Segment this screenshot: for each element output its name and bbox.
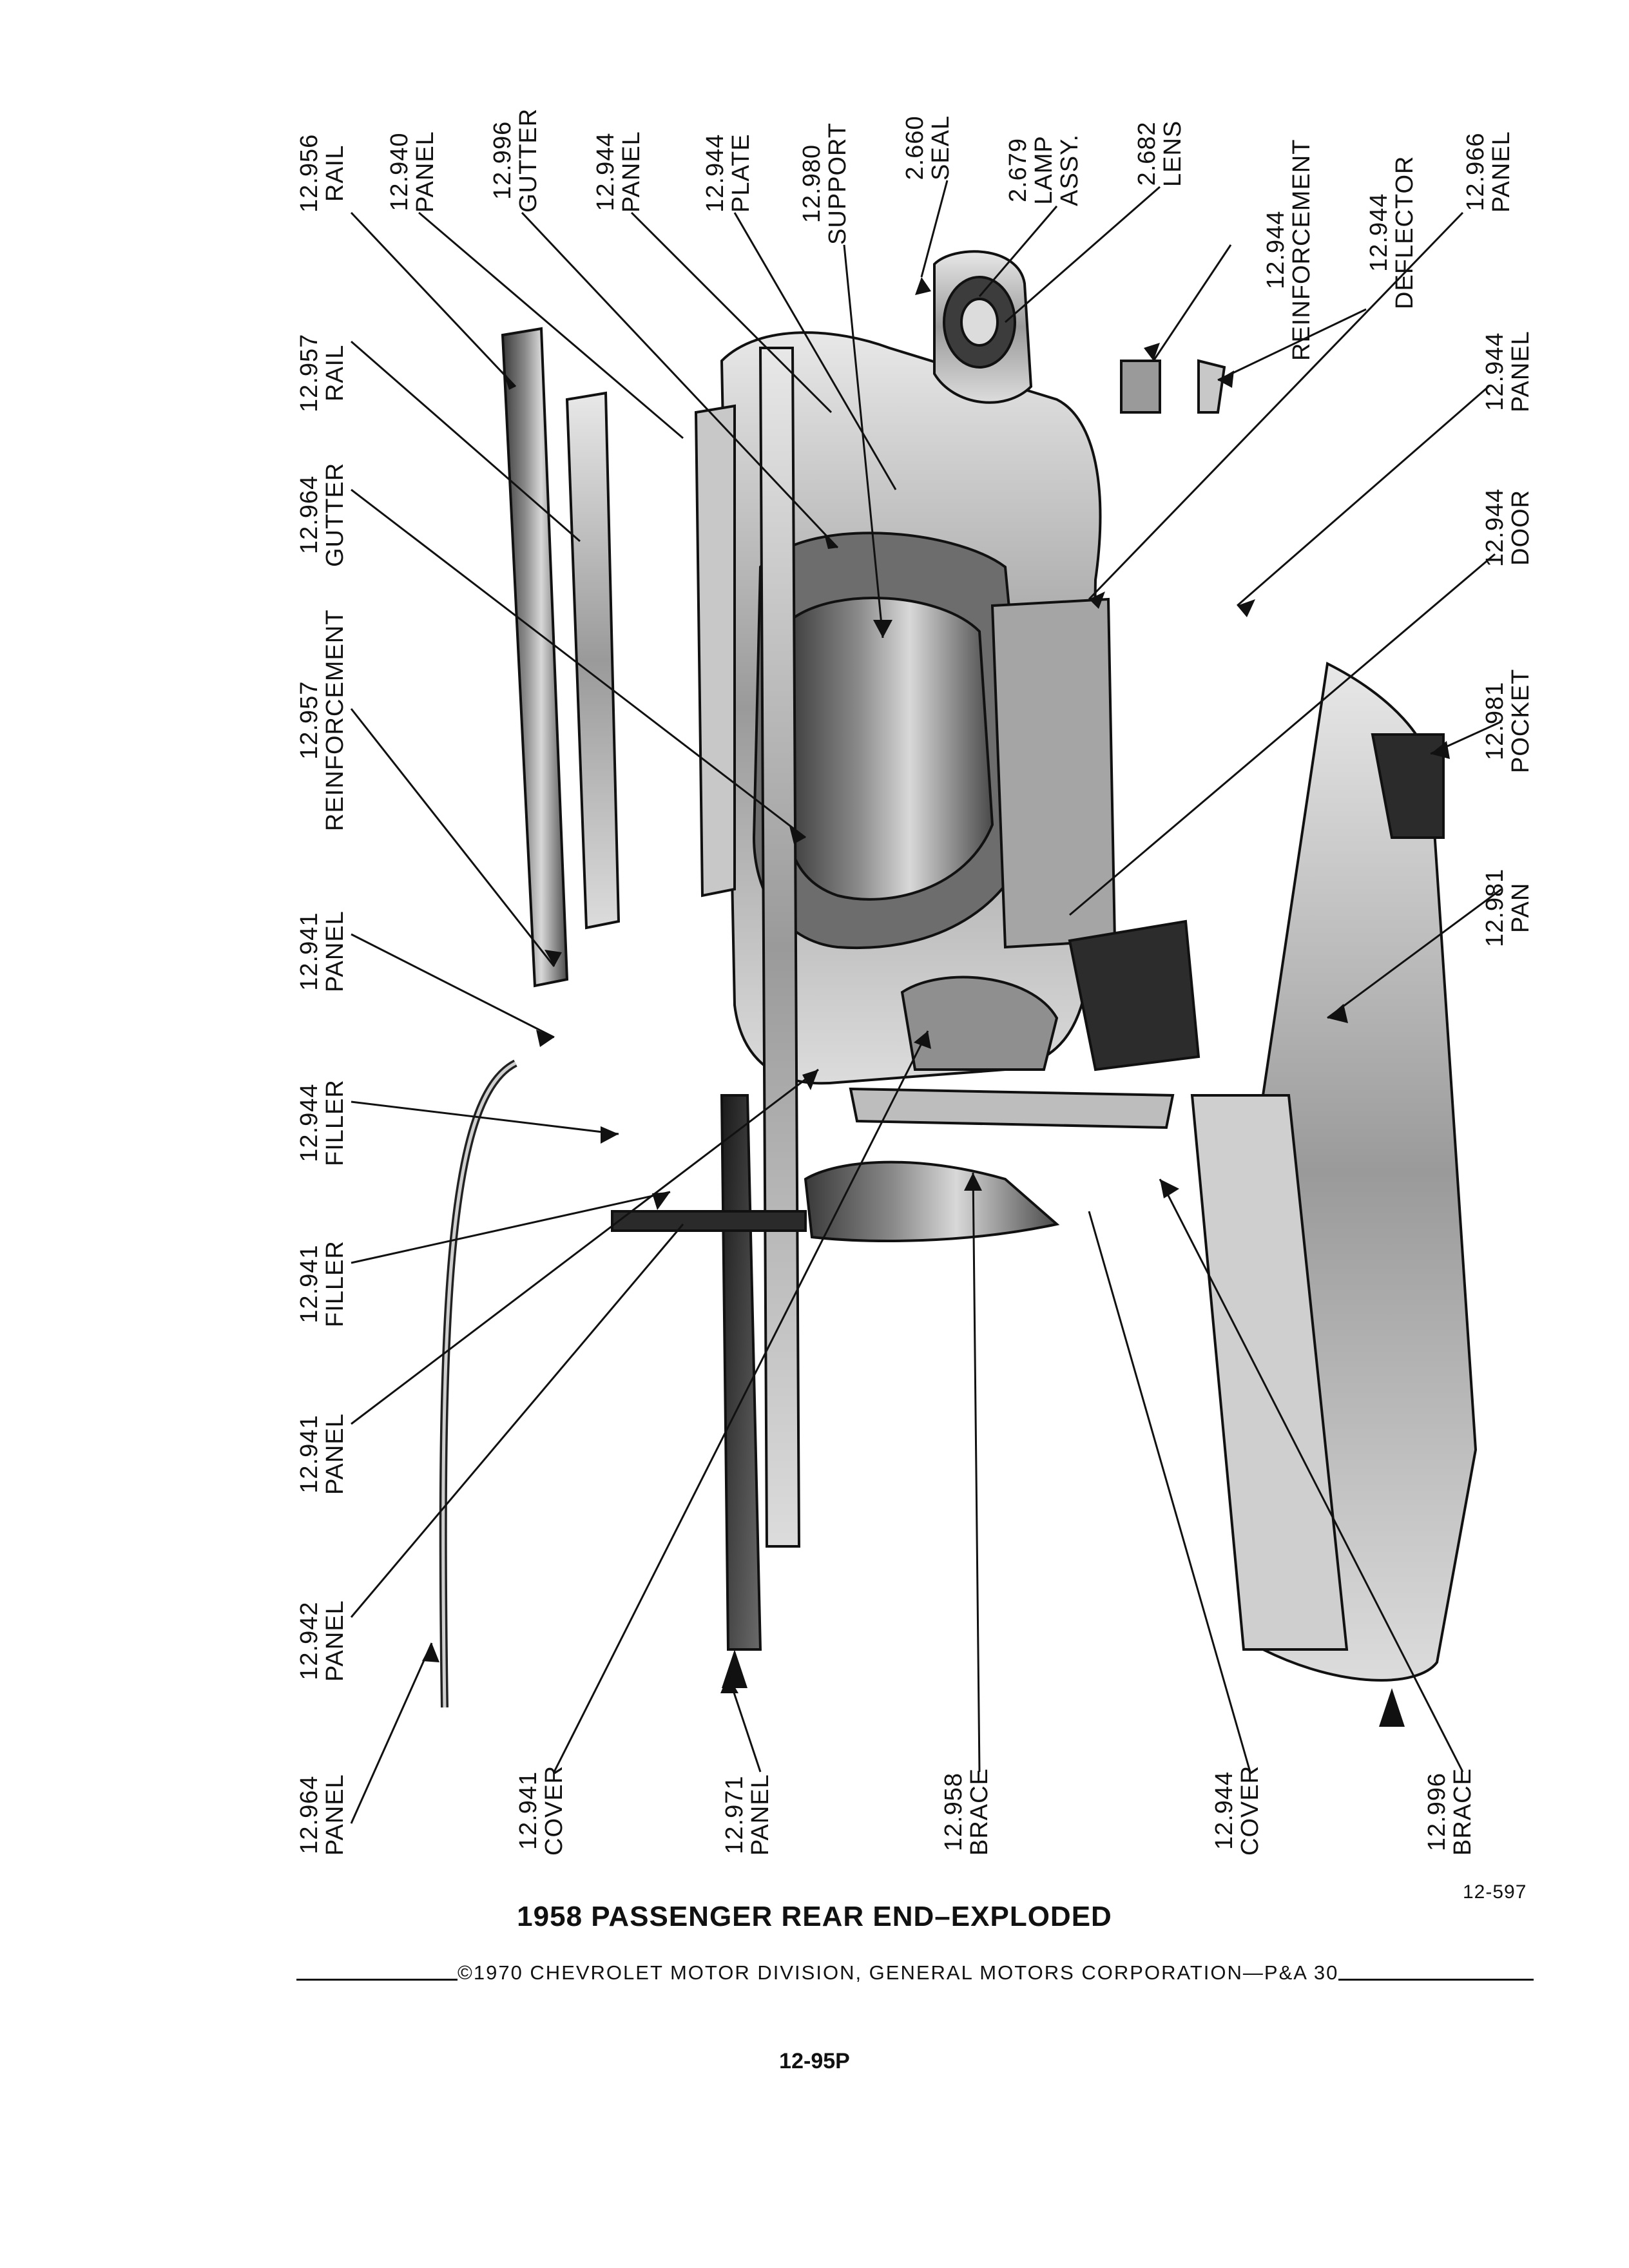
rails-and-gutters: [501, 327, 801, 1651]
reinforcement-part: [1120, 360, 1161, 414]
quarter-panel-assembly: [720, 331, 1200, 1085]
page-number: 12-95P: [779, 2049, 850, 2073]
belt-molding-panel: [439, 1059, 517, 1708]
floor-pan-marker: [1379, 1688, 1405, 1727]
diagram-title: 1958 PASSENGER REAR END–EXPLODED: [517, 1901, 1112, 1932]
copyright-text: ©1970 CHEVROLET MOTOR DIVISION, GENERAL …: [458, 1961, 1339, 1984]
leader-lines: [350, 180, 1502, 1824]
floor-pan: [1190, 661, 1478, 1682]
copyright-line: ©1970 CHEVROLET MOTOR DIVISION, GENERAL …: [296, 1959, 1534, 1984]
arrowheads: [422, 277, 1450, 1693]
figure-number: 12-597: [1463, 1881, 1527, 1903]
deflector-part: [1197, 359, 1226, 414]
tail-lamp-assembly: [933, 250, 1033, 404]
copyright-rule-right: [1338, 1979, 1534, 1981]
copyright-rule-left: [296, 1979, 458, 1981]
lower-braces: [611, 975, 1175, 1242]
